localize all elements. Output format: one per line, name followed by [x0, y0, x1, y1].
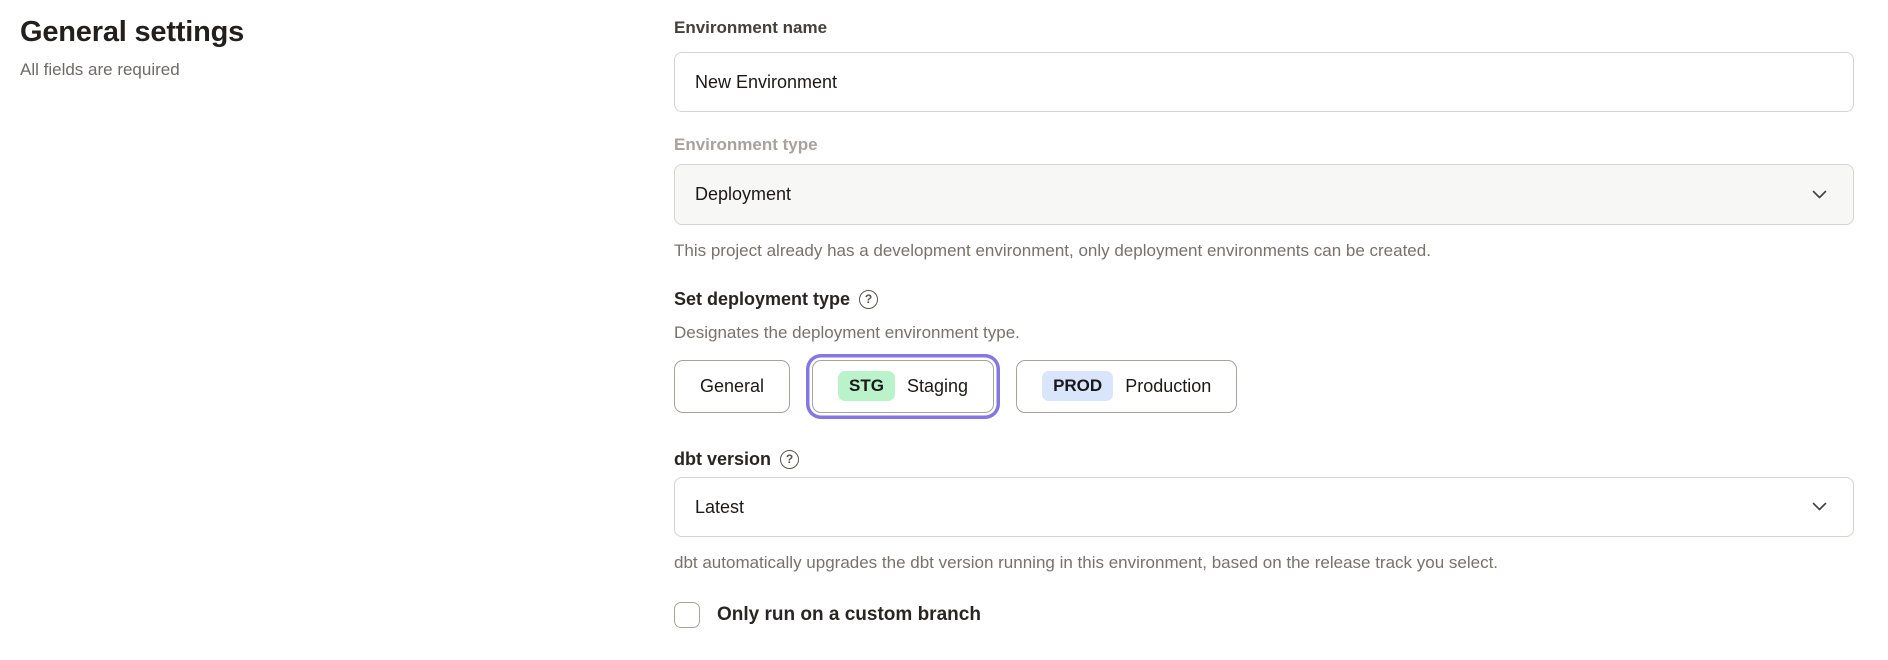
dbt-version-helper: dbt automatically upgrades the dbt versi…	[674, 553, 1499, 572]
dbt-version-select[interactable]: Latest	[674, 477, 1854, 537]
dbt-version-label-row: dbt version ?	[674, 447, 1854, 471]
settings-header: General settings All fields are required	[20, 14, 620, 81]
environment-type-label: Environment type	[674, 135, 818, 154]
deployment-type-helper: Designates the deployment environment ty…	[674, 323, 1020, 342]
staging-button-label: Staging	[907, 375, 969, 396]
custom-branch-label: Only run on a custom branch	[717, 604, 981, 625]
deployment-type-label-row: Set deployment type ?	[674, 287, 1854, 311]
dbt-version-value: Latest	[695, 496, 745, 517]
deployment-type-options: General STG Staging PROD Production	[674, 351, 1854, 421]
production-button-label: Production	[1125, 375, 1212, 396]
prod-badge: PROD	[1042, 371, 1114, 401]
help-icon[interactable]: ?	[859, 289, 879, 309]
settings-form: Environment name Environment type Deploy…	[674, 0, 1854, 628]
dbt-version-label: dbt version	[674, 448, 772, 469]
custom-branch-checkbox[interactable]	[674, 602, 700, 628]
environment-type-select: Deployment	[674, 164, 1854, 225]
general-button-label: General	[700, 375, 765, 396]
deployment-type-general-button[interactable]: General	[674, 359, 791, 413]
custom-branch-row: Only run on a custom branch	[674, 602, 1854, 628]
help-icon[interactable]: ?	[780, 449, 800, 469]
environment-name-label: Environment name	[674, 18, 828, 37]
chevron-down-icon	[1812, 186, 1827, 204]
chevron-down-icon	[1812, 498, 1827, 516]
deployment-type-label: Set deployment type	[674, 288, 851, 309]
page-title: General settings	[20, 16, 245, 48]
environment-type-value: Deployment	[695, 184, 792, 204]
page-subtitle: All fields are required	[20, 60, 180, 79]
deployment-type-staging-button[interactable]: STG Staging	[812, 359, 995, 413]
deployment-type-production-button[interactable]: PROD Production	[1016, 359, 1238, 413]
stg-badge: STG	[838, 371, 895, 401]
environment-name-input[interactable]	[674, 52, 1854, 112]
environment-type-helper: This project already has a development e…	[674, 241, 1431, 260]
